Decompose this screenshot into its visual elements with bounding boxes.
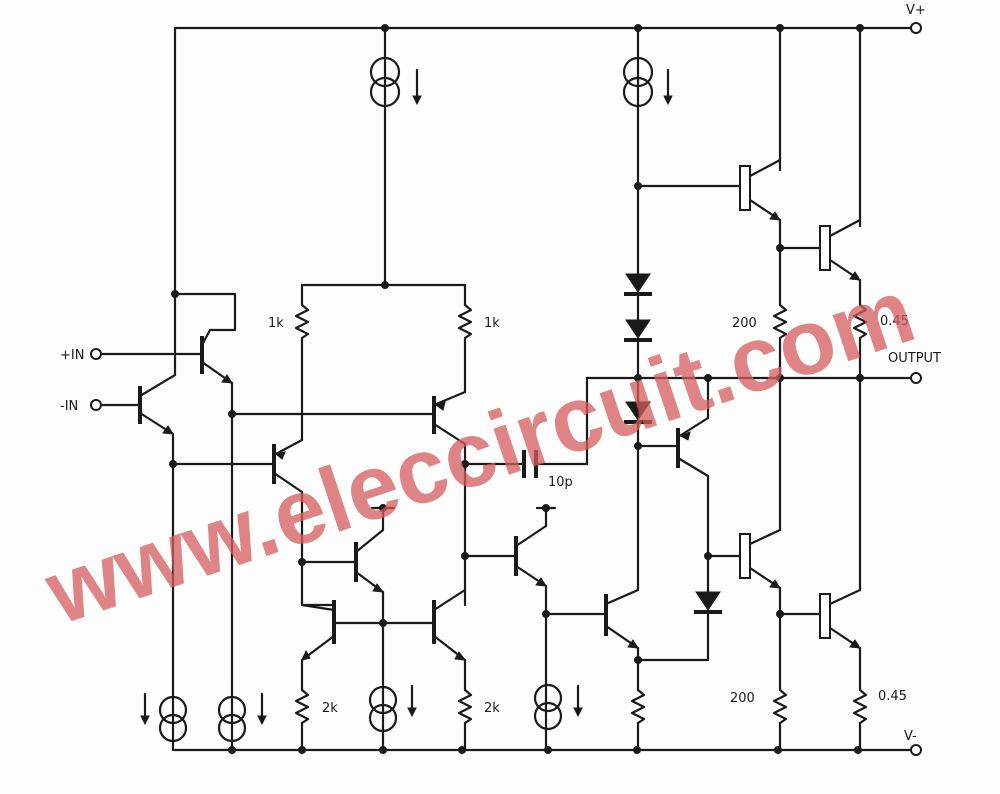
vplus-terminal[interactable] (910, 22, 922, 34)
resistor-1k-left-label: 1k (268, 316, 284, 331)
resistor-2k-left (294, 658, 310, 752)
site-watermark: www.eleccircuit.com (33, 260, 926, 645)
limit-transistor-top (676, 374, 742, 594)
output-stage-lower (739, 528, 868, 752)
vplus-label: V+ (906, 3, 926, 18)
plus-in-terminal[interactable] (90, 348, 102, 360)
bias-diode-string (624, 273, 678, 592)
resistor-200-bottom-label: 200 (730, 691, 755, 706)
output-terminal[interactable] (910, 372, 922, 384)
power-rails (173, 22, 922, 756)
compensation-capacitor (461, 376, 710, 478)
resistor-045-top-label: 0.45 (880, 314, 909, 329)
minus-in-label: -IN (60, 399, 78, 414)
resistor-1k-right (457, 283, 473, 394)
mirror-helper-transistor (298, 504, 396, 627)
labels: V+ V- +IN -IN OUTPUT 1k 1k 2k 2k 10p 200… (60, 3, 941, 744)
current-source-bottom-right (533, 683, 583, 731)
vas-transistor (461, 504, 606, 752)
diode-lower (694, 591, 722, 662)
capacitor-label: 10p (548, 475, 573, 490)
current-source-top-left (300, 26, 467, 289)
current-source-bottom-center (368, 621, 417, 752)
resistor-2k-left-label: 2k (322, 701, 338, 716)
current-source-top-right (622, 26, 742, 276)
current-source-left-2 (217, 686, 267, 752)
minus-in-terminal[interactable] (90, 399, 102, 411)
resistor-045-bottom-label: 0.45 (878, 689, 907, 704)
vminus-terminal[interactable] (910, 744, 922, 756)
resistor-2k-right-label: 2k (484, 701, 500, 716)
resistor-1k-right-label: 1k (484, 316, 500, 331)
diff-transistor-right (432, 390, 467, 607)
resistor-1k-left (294, 283, 310, 442)
resistor-200-top-label: 200 (732, 316, 757, 331)
resistor-2k-right (457, 658, 473, 752)
vminus-label: V- (904, 729, 917, 744)
output-node (706, 372, 922, 384)
current-source-left-1 (140, 686, 188, 752)
plus-in-label: +IN (60, 348, 84, 363)
input-stage (90, 26, 434, 690)
sink-transistor (604, 588, 710, 752)
output-label: OUTPUT (888, 351, 941, 366)
diff-transistor-left (272, 438, 304, 607)
